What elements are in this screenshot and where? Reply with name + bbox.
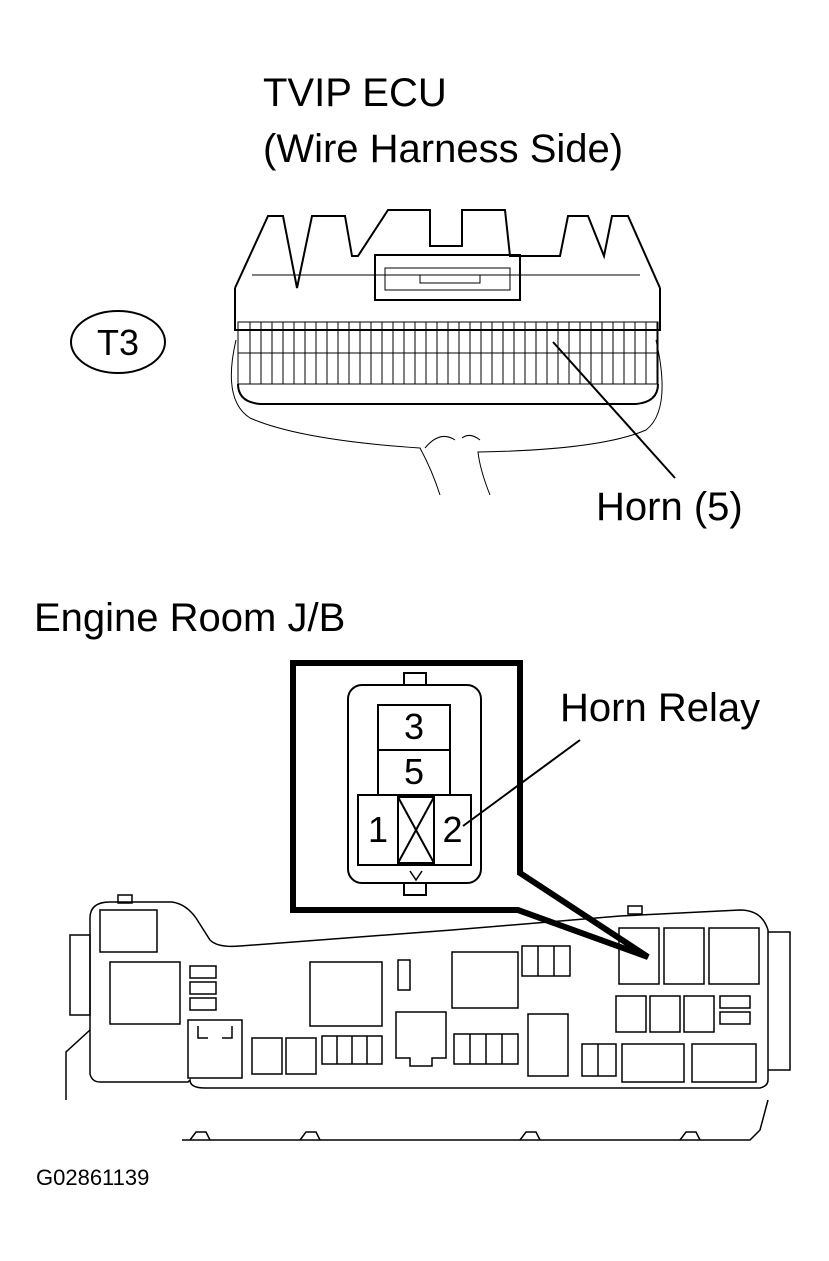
junction-block-title: Engine Room J/B [34,596,346,640]
ecu-connector [231,210,662,495]
junction-block-outline [66,895,790,1140]
ecu-connector-top [235,210,660,288]
connector-code-ellipse [71,311,165,373]
relay-pin-2: 2 [442,809,463,850]
horn-relay-socket [348,673,481,895]
connector-code-label: T3 [96,322,139,363]
relay-callout-frame [293,663,648,957]
horn-relay-label: Horn Relay [560,686,761,730]
ecu-title-line1: TVIP ECU [263,71,447,115]
ecu-harness [231,340,662,495]
relay-pin-1: 1 [367,809,389,850]
ecu-latch [375,255,520,300]
relay-pin-3: 3 [403,706,425,747]
horn-leader-line [553,342,675,478]
relay-coil-box [398,797,434,863]
figure-code: G02861139 [36,1165,150,1190]
ecu-terminal-grid [250,322,657,384]
ecu-title-line2: (Wire Harness Side) [263,127,624,171]
ecu-rounded-bottom [238,384,658,404]
relay-pin-5: 5 [403,751,425,792]
horn-relay-slot [619,928,659,984]
horn-pin-label: Horn (5) [596,485,743,529]
relay-leader-line [463,740,580,826]
